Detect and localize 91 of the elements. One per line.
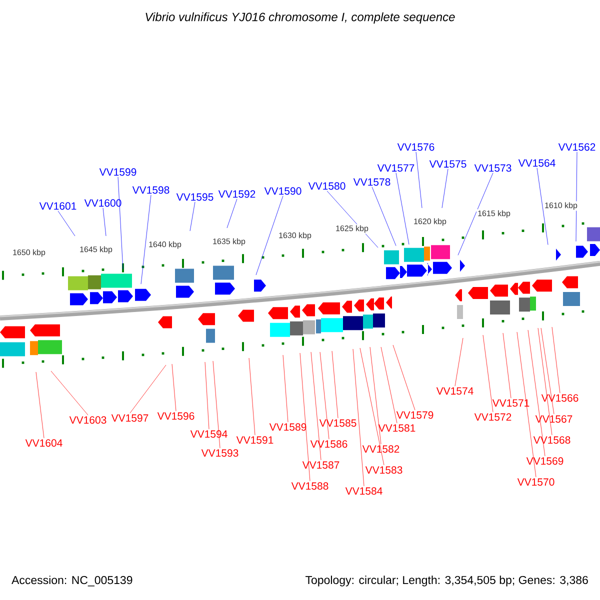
- leader-line: [130, 364, 166, 414]
- leader-line: [310, 352, 322, 460]
- scale-label: 1620 kbp: [412, 217, 448, 227]
- leader-line: [392, 344, 416, 410]
- leader-line: [190, 202, 196, 232]
- scale-label: 1640 kbp: [148, 240, 182, 250]
- leader-line: [502, 332, 512, 398]
- leader-line: [58, 210, 76, 236]
- leader-line: [172, 364, 176, 412]
- leader-line: [248, 358, 256, 436]
- scale-label: 1630 kbp: [278, 231, 312, 241]
- gene-label: VV1564: [518, 159, 556, 167]
- gene-label: VV1593: [201, 449, 238, 457]
- gene-label: VV1584: [345, 487, 382, 495]
- leader-line: [300, 352, 310, 482]
- leader-line: [372, 186, 396, 246]
- leader-line: [282, 354, 288, 422]
- leader-line: [370, 346, 382, 444]
- leader-line: [380, 346, 398, 424]
- gene-label: VV1591: [236, 436, 274, 444]
- gene-label: VV1594: [190, 430, 228, 438]
- gene-label: VV1597: [111, 414, 148, 422]
- gene-label: VV1571: [492, 399, 530, 407]
- footer-text: Accession: NC_005139: [12, 576, 132, 586]
- leader-line: [538, 328, 552, 436]
- leader-line: [536, 168, 548, 245]
- gene-label: VV1604: [25, 439, 62, 447]
- gene-label: VV1574: [436, 387, 474, 395]
- gene-label: VV1566: [541, 394, 578, 402]
- gene-label: VV1582: [362, 445, 400, 453]
- gene-label: VV1562: [558, 143, 596, 151]
- leader-line: [516, 332, 536, 478]
- scale-label: 1645 kbp: [78, 245, 114, 255]
- leader-line: [396, 172, 410, 245]
- leader-line: [212, 360, 220, 448]
- leader-line: [36, 372, 44, 438]
- gene-label: VV1567: [535, 415, 572, 423]
- gene-label: VV1583: [365, 466, 402, 474]
- gene-label: VV1570: [517, 478, 554, 486]
- leader-line: [442, 168, 448, 208]
- gene-label: VV1599: [99, 168, 136, 176]
- leader-line: [204, 362, 210, 430]
- leader-line: [360, 348, 384, 466]
- gene-label: VV1596: [157, 412, 194, 420]
- leader-line: [226, 198, 238, 228]
- leader-line: [482, 334, 494, 412]
- leader-line: [454, 338, 464, 386]
- scale-label: 1610 kbp: [544, 201, 578, 211]
- gene-label: VV1569: [526, 457, 564, 465]
- gene-label: VV1577: [377, 164, 414, 172]
- gene-label: VV1578: [353, 178, 390, 186]
- gene-label: VV1587: [302, 461, 340, 469]
- leader-line: [256, 196, 284, 276]
- title: Vibrio vulnificus YJ016 chromosome I, complete sequence: [146, 12, 455, 24]
- gene-label: VV1595: [176, 193, 214, 201]
- gene-label: VV1568: [533, 436, 570, 444]
- scale-label: 1615 kbp: [476, 209, 512, 219]
- leader-line: [50, 370, 88, 416]
- gene-label: VV1603: [69, 416, 106, 424]
- footer-text: Topology: circular; Length: 3,354,505 bp; Genes: 3,386: [306, 576, 588, 586]
- scale-label: 1635 kbp: [212, 237, 246, 247]
- leader-line: [352, 348, 364, 486]
- gene-label: VV1572: [474, 413, 512, 421]
- gene-label: VV1585: [319, 419, 356, 427]
- scale-label: 1625 kbp: [334, 224, 370, 234]
- gene-label: VV1588: [291, 482, 328, 490]
- leader-line: [416, 152, 422, 208]
- gene-label: VV1589: [269, 423, 306, 431]
- gene-label: VV1600: [84, 199, 122, 207]
- gene-label: VV1601: [39, 202, 76, 210]
- scale-label: 1650 kbp: [12, 248, 46, 258]
- leader-line: [528, 330, 546, 456]
- leader-line: [458, 172, 494, 256]
- gene-label: VV1586: [310, 440, 348, 448]
- gene-label: VV1590: [264, 187, 302, 195]
- leader-line: [552, 326, 560, 394]
- gene-label: VV1575: [429, 160, 466, 168]
- leader-line: [118, 176, 124, 270]
- gene-label: VV1576: [397, 143, 434, 151]
- leader-line: [140, 194, 152, 284]
- leader-line: [332, 350, 338, 418]
- gene-label: VV1573: [474, 164, 512, 172]
- gene-label: VV1581: [378, 424, 416, 432]
- leader-line: [102, 208, 106, 236]
- leader-line: [576, 152, 578, 242]
- gene-label: VV1580: [308, 182, 346, 190]
- leader-line: [320, 352, 330, 440]
- leader-line: [540, 328, 554, 414]
- gene-label: VV1579: [396, 411, 434, 419]
- gene-label: VV1598: [132, 186, 170, 194]
- gene-label: VV1592: [218, 190, 256, 198]
